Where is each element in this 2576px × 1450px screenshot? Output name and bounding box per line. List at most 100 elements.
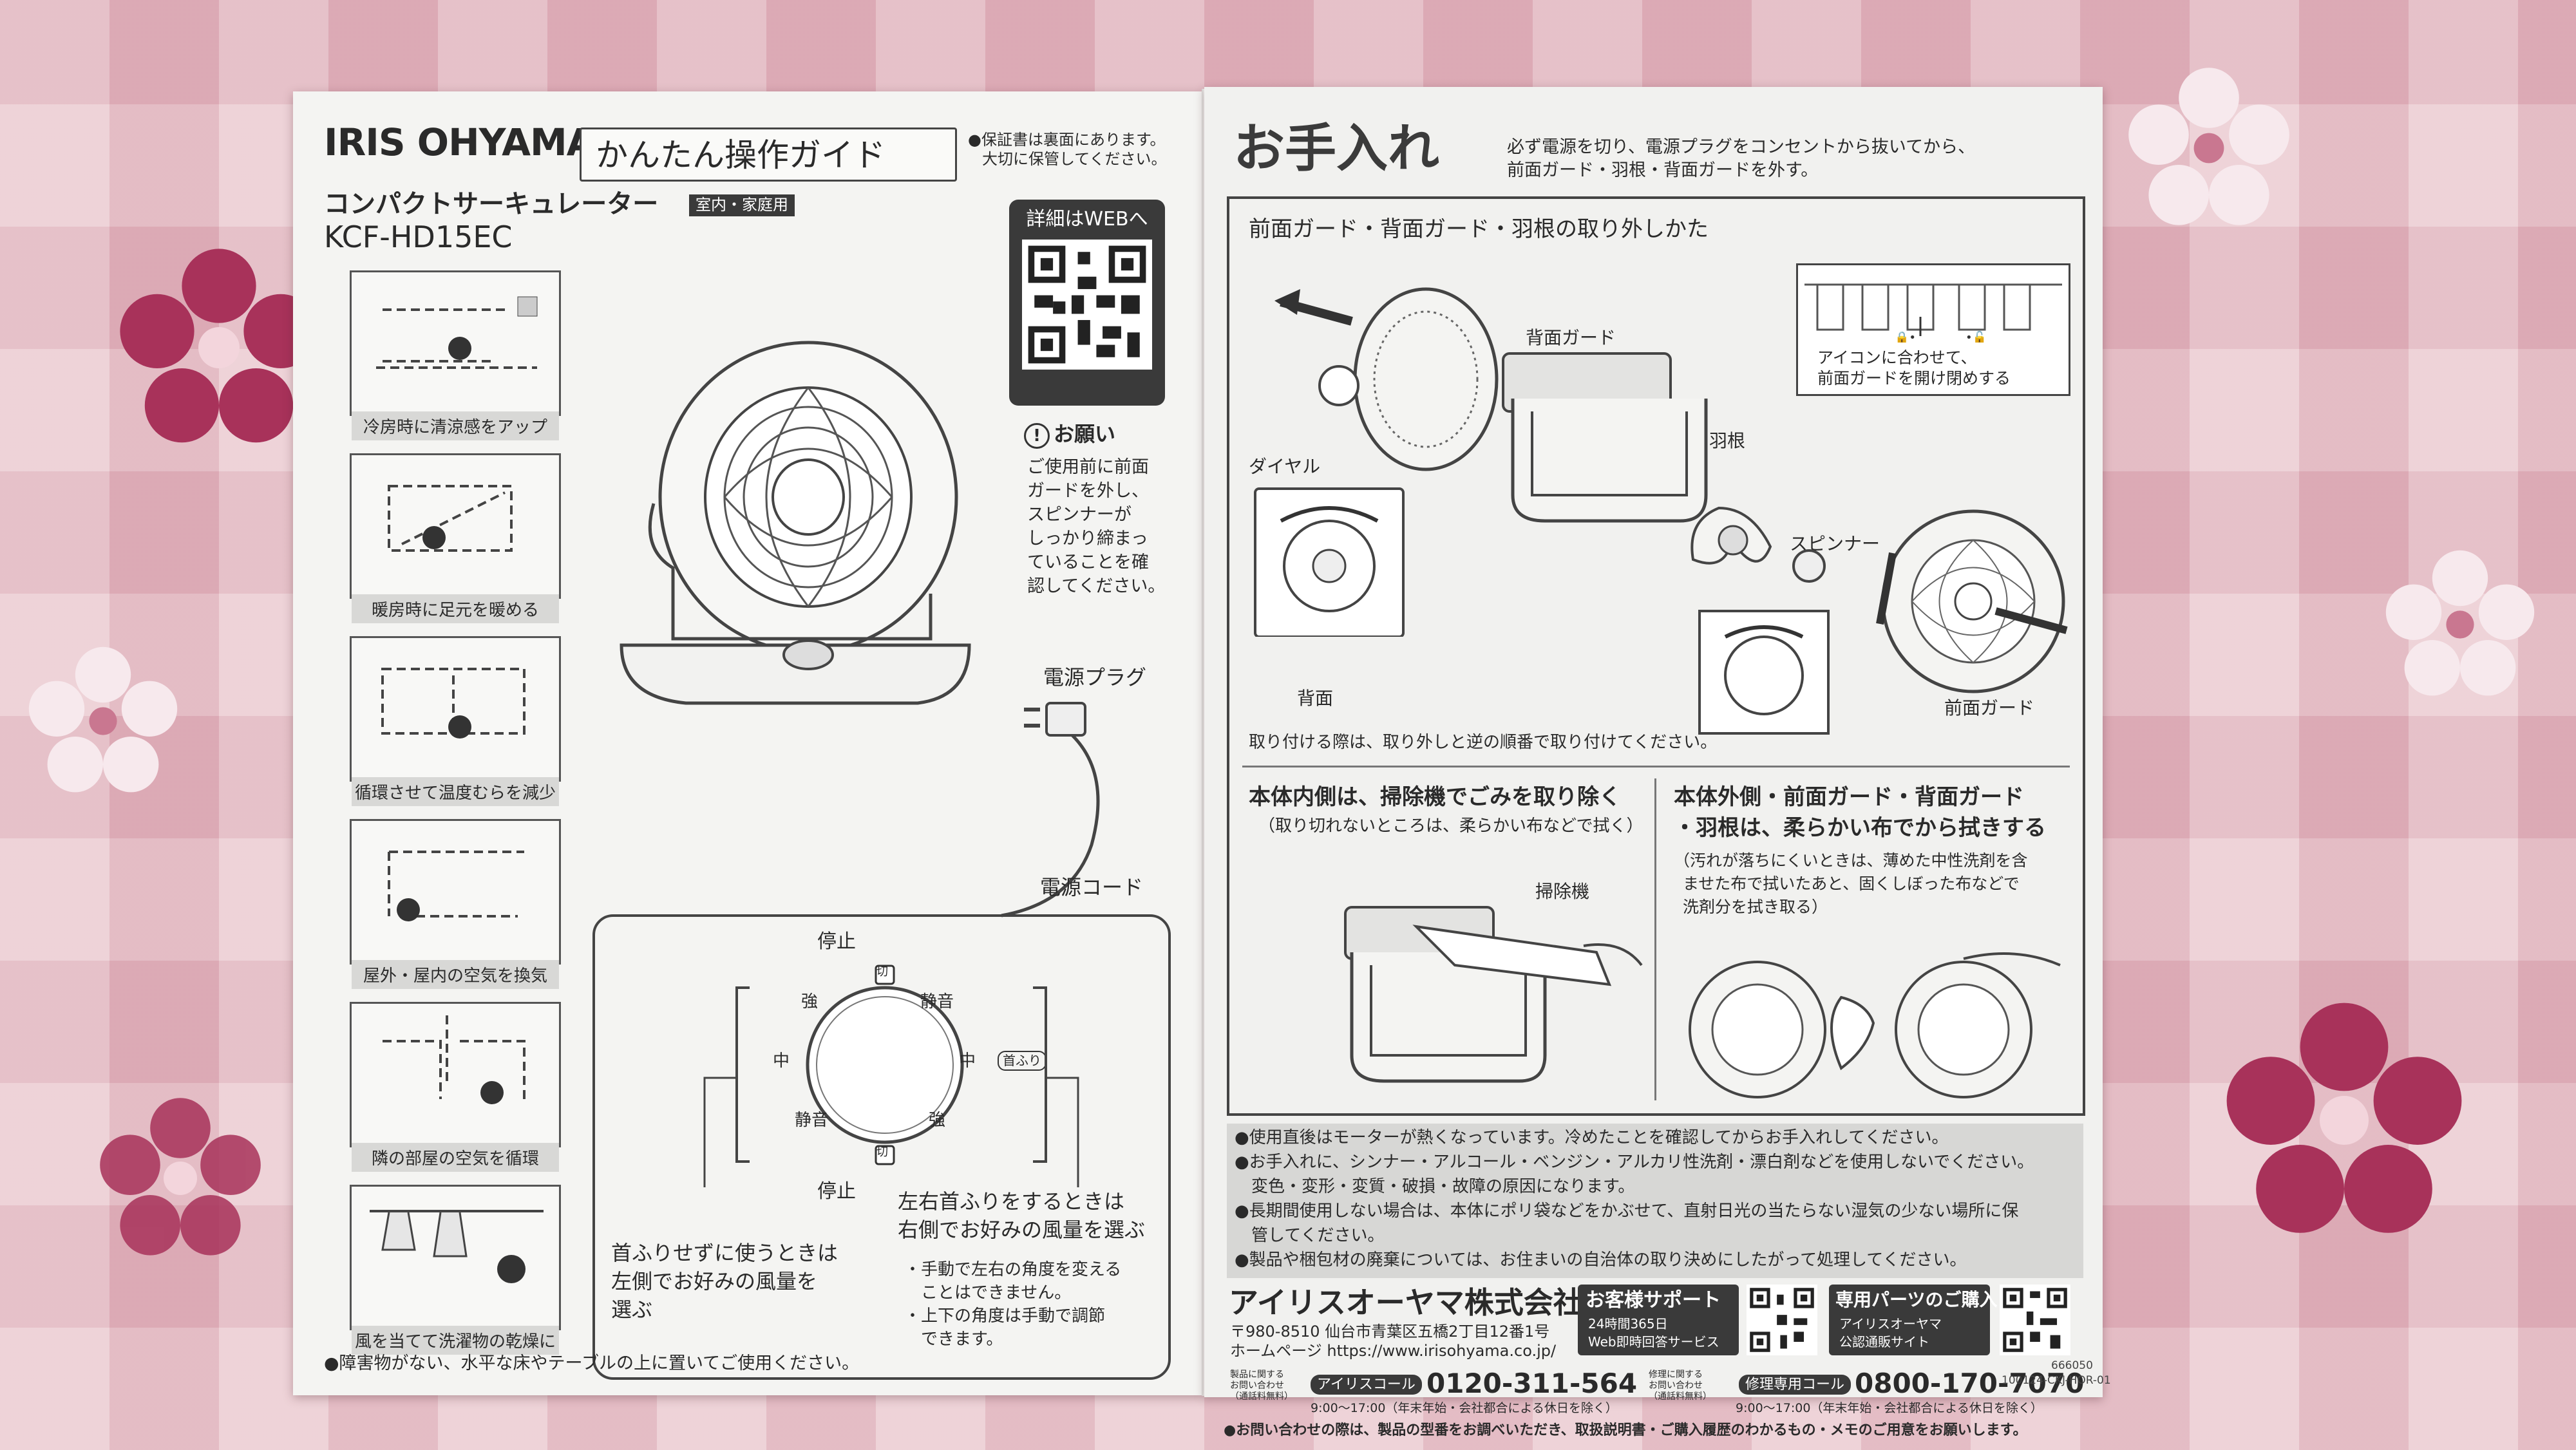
note-4: ●製品や梱包材の廃棄については、お住まいの自治体の取り決めにしたがって処理してく… bbox=[1235, 1250, 1967, 1270]
parts-sub-2: 公認通販サイト bbox=[1839, 1334, 1929, 1350]
swing-notes: ・手動で左右の角度を変える ことはできません。 ・上下の角度は手動で調節 できま… bbox=[904, 1260, 1122, 1349]
care-notes: ●使用直後はモーターが熱くなっています。冷めたことを確認してからお手入れしてくだ… bbox=[1227, 1124, 2083, 1278]
model-number: KCF-HD15EC bbox=[324, 220, 513, 254]
back-label: 背面 bbox=[1297, 688, 1334, 709]
svg-text:🔒•: 🔒• bbox=[1895, 331, 1916, 343]
request-text: ご使用前に前面 ガードを外し、 スピンナーが しっかり締まっ ていることを確 認… bbox=[1027, 457, 1166, 596]
note-2: ●お手入れに、シンナー・アルコール・ベンジン・アルカリ性洗剤・漂白剤などを使用し… bbox=[1235, 1153, 2034, 1172]
vacuum-label: 掃除機 bbox=[1535, 881, 1590, 902]
document-code-2: 100124-CKJ-HOR-01 bbox=[2002, 1374, 2111, 1387]
care-intro-line1: 必ず電源を切り、電源プラグをコンセントから抜いてから、 bbox=[1507, 137, 1976, 157]
flower-icon bbox=[2128, 68, 2289, 225]
support-sub-1: 24時間365日 bbox=[1588, 1316, 1668, 1332]
iris-call-hours: 9:00～17:00（年末年始・会社都合による休日を除く） bbox=[1311, 1401, 1618, 1415]
dial-right-strong: 強 bbox=[929, 1111, 946, 1130]
company-homepage[interactable]: ホームページ https://www.irisohyama.co.jp/ bbox=[1230, 1342, 1557, 1360]
note-1: ●使用直後はモーターが熱くなっています。冷めたことを確認してからお手入れしてくだ… bbox=[1235, 1128, 1949, 1147]
dial-right-medium: 中 bbox=[959, 1051, 976, 1071]
dial-off-mark-top: 切 bbox=[876, 965, 888, 979]
support-qr-icon[interactable] bbox=[1747, 1285, 1817, 1355]
brand-logo: IRIS OHYAMA bbox=[324, 120, 596, 164]
scene-caption-2: 暖房時に足元を暖める bbox=[352, 594, 559, 623]
inside-subtitle: （取り切れないところは、柔らかい布などで拭く） bbox=[1258, 816, 1643, 836]
web-label: 詳細はWEBへ bbox=[1026, 208, 1148, 231]
outside-title-line1: 本体外側・前面ガード・背面ガード bbox=[1674, 784, 2024, 810]
dial-left-quiet: 静音 bbox=[795, 1111, 829, 1130]
product-name: コンパクトサーキュレーター bbox=[324, 189, 659, 219]
scene-panel-next-room: 隣の部屋の空気を循環 bbox=[350, 1002, 561, 1172]
alignment-diagram: 🔒••🔓 アイコンに合わせて、 前面ガードを開け閉めする bbox=[1796, 263, 2070, 396]
inside-title: 本体内側は、掃除機でごみを取り除く bbox=[1249, 784, 1621, 810]
scene-panel-ventilation: 屋外・屋内の空気を換気 bbox=[350, 819, 561, 989]
parts-box: 専用パーツのご購入 アイリスオーヤマ 公認通販サイト bbox=[1829, 1285, 1997, 1355]
dial-stop-bottom: 停止 bbox=[817, 1180, 856, 1203]
note-2-cont: 変色・変形・変質・破損・故障の原因になります。 bbox=[1251, 1177, 1635, 1196]
dial-left-strong: 強 bbox=[801, 992, 819, 1012]
left-page: IRIS OHYAMA かんたん操作ガイド ●保証書は裏面にあります。 大切に保… bbox=[293, 91, 1204, 1395]
iris-call-number[interactable]: 0120-311-564 bbox=[1426, 1368, 1638, 1399]
placement-note: ●障害物がない、水平な床やテーブルの上に置いてご使用ください。 bbox=[324, 1353, 860, 1373]
scene-panel-circulation: 循環させて温度むらを減少 bbox=[350, 636, 561, 806]
dial-right-quiet: 静音 bbox=[920, 992, 954, 1012]
swing-instruction: 左右首ふりをするときは 右側でお好みの風量を選ぶ bbox=[898, 1189, 1146, 1242]
scene-caption-5: 隣の部屋の空気を循環 bbox=[352, 1143, 559, 1172]
parts-qr-icon[interactable] bbox=[2000, 1285, 2070, 1355]
repair-call-hours: 9:00～17:00（年末年始・会社都合による休日を除く） bbox=[1736, 1401, 2043, 1415]
document-code-1: 666050 bbox=[2051, 1359, 2093, 1372]
power-cord-label: 電源コード bbox=[1040, 875, 1144, 899]
scene-caption-6: 風を当てて洗濯物の乾燥に bbox=[352, 1326, 559, 1355]
wiping-illustration bbox=[1689, 952, 2061, 1098]
repair-call-number[interactable]: 0800-170-7070 bbox=[1855, 1368, 2085, 1399]
scene-panel-laundry: 風を当てて洗濯物の乾燥に bbox=[350, 1185, 561, 1355]
company-name: アイリスオーヤマ株式会社 bbox=[1229, 1285, 1583, 1320]
request-title-row: !お願い bbox=[1024, 422, 1115, 449]
dial-instruction-panel: 停止 切 切 強 中 静音 静音 中 強 首ふり 停止 首ふりせずに使うときは … bbox=[592, 914, 1171, 1380]
care-title: お手入れ bbox=[1233, 118, 1439, 178]
vacuum-cleaning-illustration bbox=[1344, 906, 1643, 1083]
scene-panel-heating: 暖房時に足元を暖める bbox=[350, 453, 561, 623]
flower-icon bbox=[2226, 1003, 2462, 1233]
inquiry-label: 製品に関する お問い合わせ （通話料無料） bbox=[1230, 1370, 1293, 1402]
support-sub-2: Web即時回答サービス bbox=[1588, 1334, 1719, 1350]
iris-call-badge: アイリスコール bbox=[1311, 1375, 1422, 1395]
note-3: ●長期間使用しない場合は、本体にポリ袋などをかぶせて、直射日光の当たらない湿気の… bbox=[1235, 1201, 2019, 1221]
outside-title-line2: ・羽根は、柔らかい布でから拭きする bbox=[1674, 815, 2046, 841]
support-title: お客様サポート bbox=[1586, 1289, 1721, 1312]
power-plug-label: 電源プラグ bbox=[1043, 665, 1147, 690]
dial-stop-top: 停止 bbox=[817, 930, 856, 953]
care-intro-line2: 前面ガード・羽根・背面ガードを外す。 bbox=[1507, 160, 1819, 180]
scene-caption-1: 冷房時に清涼感をアップ bbox=[352, 411, 559, 440]
power-plug-icon bbox=[1001, 702, 1100, 918]
align-note-line2: 前面ガードを開け閉めする bbox=[1817, 369, 2011, 388]
scene-panel-cooling: 冷房時に清涼感をアップ bbox=[350, 270, 561, 440]
back-guard-label: 背面ガード bbox=[1526, 327, 1616, 348]
flower-icon bbox=[28, 646, 178, 793]
blade-spinner-illustration bbox=[1690, 506, 1830, 735]
warranty-note-line2: 大切に保管してください。 bbox=[982, 150, 1167, 168]
guide-title: かんたん操作ガイド bbox=[596, 137, 886, 174]
warning-icon: ! bbox=[1024, 423, 1050, 449]
outside-subtitle: （汚れが落ちにくいときは、薄めた中性洗剤を含 ませた布で拭いたあと、固くしぼった… bbox=[1674, 851, 2028, 916]
flower-icon bbox=[2385, 550, 2535, 696]
note-3-cont: 管してください。 bbox=[1251, 1226, 1385, 1245]
support-box: お客様サポート 24時間365日 Web即時回答サービス bbox=[1578, 1285, 1739, 1355]
dial-left-medium: 中 bbox=[773, 1051, 790, 1071]
flower-icon bbox=[120, 249, 318, 443]
usage-scenes: 冷房時に清涼感をアップ 暖房時に足元を暖める 循環させて温度むらを減少 屋外・屋… bbox=[350, 270, 562, 1355]
speed-dial-icon[interactable] bbox=[743, 962, 1027, 1168]
care-frame: 前面ガード・背面ガード・羽根の取り外しかた 背面ガード ダイヤル 羽根 スピンナ… bbox=[1227, 196, 2085, 1116]
circulator-fan-illustration bbox=[620, 341, 971, 705]
dial-off-mark-bottom: 切 bbox=[876, 1145, 888, 1159]
qr-code-icon[interactable] bbox=[1022, 240, 1152, 370]
parts-sub-1: アイリスオーヤマ bbox=[1839, 1316, 1942, 1332]
repair-call-badge: 修理専用コール bbox=[1739, 1375, 1852, 1395]
scene-caption-4: 屋外・屋内の空気を換気 bbox=[352, 960, 559, 989]
svg-text:•🔓: •🔓 bbox=[1965, 330, 1987, 343]
blade-label: 羽根 bbox=[1709, 430, 1746, 451]
front-guard-illustration bbox=[1876, 509, 2068, 693]
company-address: 〒980-8510 仙台市青葉区五橋2丁目12番1号 bbox=[1230, 1323, 1550, 1341]
inquiry-footer: ●お問い合わせの際は、製品の型番をお調べいただき、取扱説明書・ご購入履歴のわかる… bbox=[1224, 1422, 2027, 1438]
no-swing-instruction: 首ふりせずに使うときは 左側でお好みの風量を 選ぶ bbox=[611, 1241, 838, 1322]
reattach-note: 取り付ける際は、取り外しと逆の順番で取り付けてください。 bbox=[1249, 733, 1718, 752]
repair-label: 修理に関する お問い合わせ （通話料無料） bbox=[1649, 1370, 1712, 1402]
